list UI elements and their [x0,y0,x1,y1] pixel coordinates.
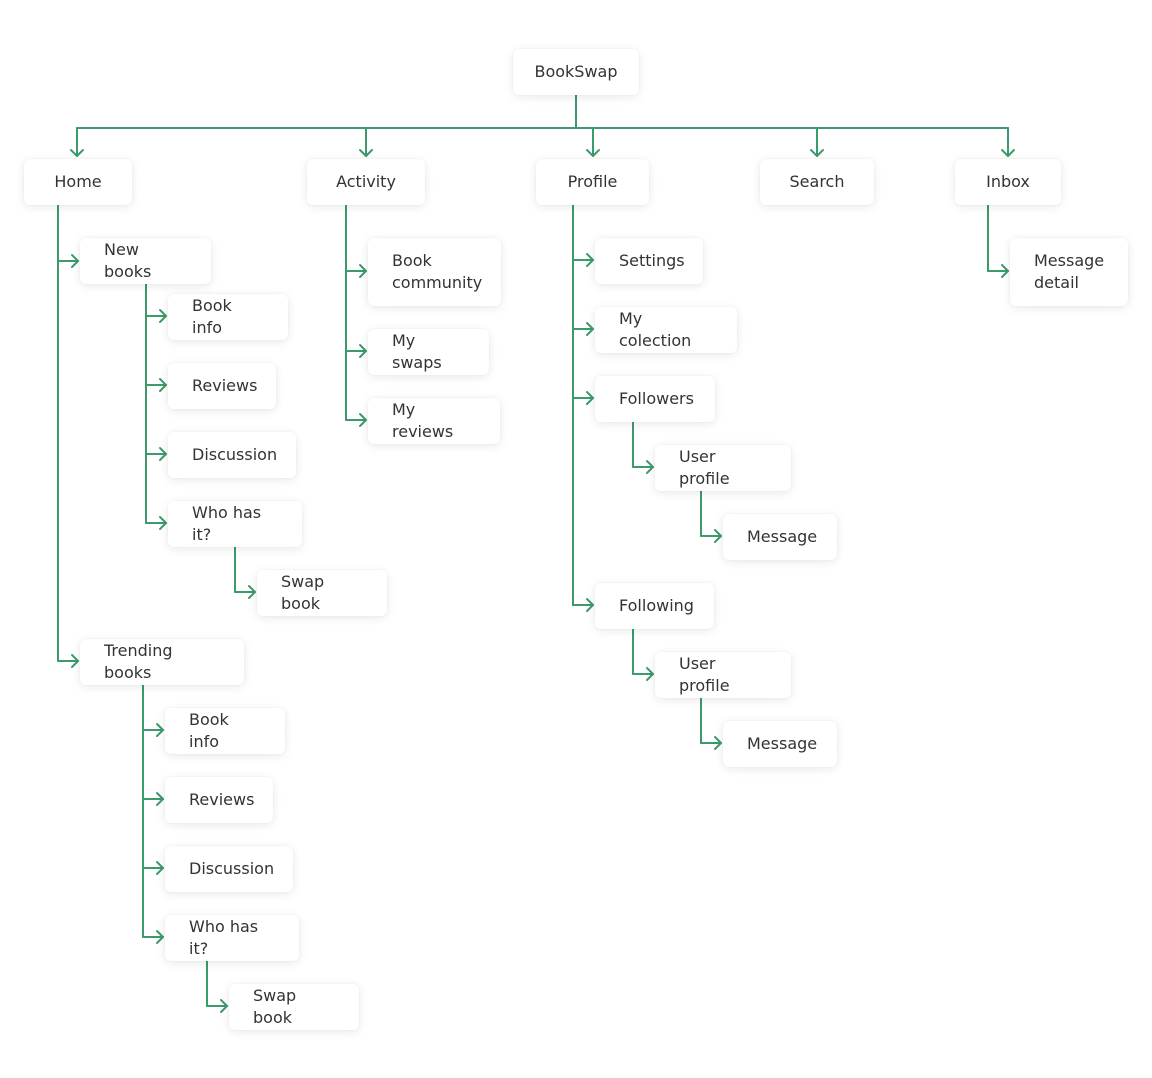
node-new-who-has-it: Who has it? [168,501,302,547]
arrowhead-right [71,254,79,268]
node-trending-books: Trending books [80,639,244,685]
node-message-detail: Message detail [1010,238,1128,306]
arrowhead-right [159,378,167,392]
node-trending-book-info: Book info [165,708,285,754]
node-followers-message: Message [723,514,837,560]
node-following-message: Message [723,721,837,767]
node-book-community: Book community [368,238,501,306]
arrowhead-down [70,149,84,157]
node-new-discussion: Discussion [168,432,296,478]
node-new-books: New books [80,238,211,284]
node-my-collection: My colection [595,307,737,353]
node-following: Following [595,583,714,629]
arrowhead-right [159,447,167,461]
node-search: Search [760,159,874,205]
arrowhead-right [248,585,256,599]
node-new-book-info: Book info [168,294,288,340]
arrowhead-right [1001,264,1009,278]
arrowhead-down [586,149,600,157]
arrowhead-right [646,667,654,681]
node-trending-discussion: Discussion [165,846,293,892]
arrowhead-down [359,149,373,157]
node-inbox: Inbox [955,159,1061,205]
arrowhead-right [586,391,594,405]
arrowhead-right [586,322,594,336]
node-followers-user-profile: User profile [655,445,791,491]
node-new-swap-book: Swap book [257,570,387,616]
node-trending-who-has-it: Who has it? [165,915,299,961]
arrowhead-right [156,792,164,806]
arrowhead-right [220,999,228,1013]
node-my-reviews: My reviews [368,398,500,444]
node-new-reviews: Reviews [168,363,276,409]
arrowhead-right [156,723,164,737]
node-activity: Activity [307,159,425,205]
arrowhead-right [359,413,367,427]
node-my-swaps: My swaps [368,329,489,375]
arrowhead-right [156,930,164,944]
node-root-bookswap: BookSwap [513,49,639,95]
arrowhead-right [156,861,164,875]
node-profile: Profile [536,159,649,205]
node-settings: Settings [595,238,703,284]
node-trending-swap-book: Swap book [229,984,359,1030]
arrowhead-right [714,529,722,543]
arrowhead-right [586,598,594,612]
arrowhead-right [646,460,654,474]
arrowhead-down [810,149,824,157]
arrowhead-right [71,654,79,668]
node-home: Home [24,159,132,205]
node-following-user-profile: User profile [655,652,791,698]
arrowhead-right [359,344,367,358]
arrowhead-down [1001,149,1015,157]
arrowhead-right [586,253,594,267]
node-followers: Followers [595,376,715,422]
arrowhead-right [159,309,167,323]
node-trending-reviews: Reviews [165,777,273,823]
arrowhead-right [714,736,722,750]
arrowhead-right [359,264,367,278]
arrowhead-right [159,516,167,530]
